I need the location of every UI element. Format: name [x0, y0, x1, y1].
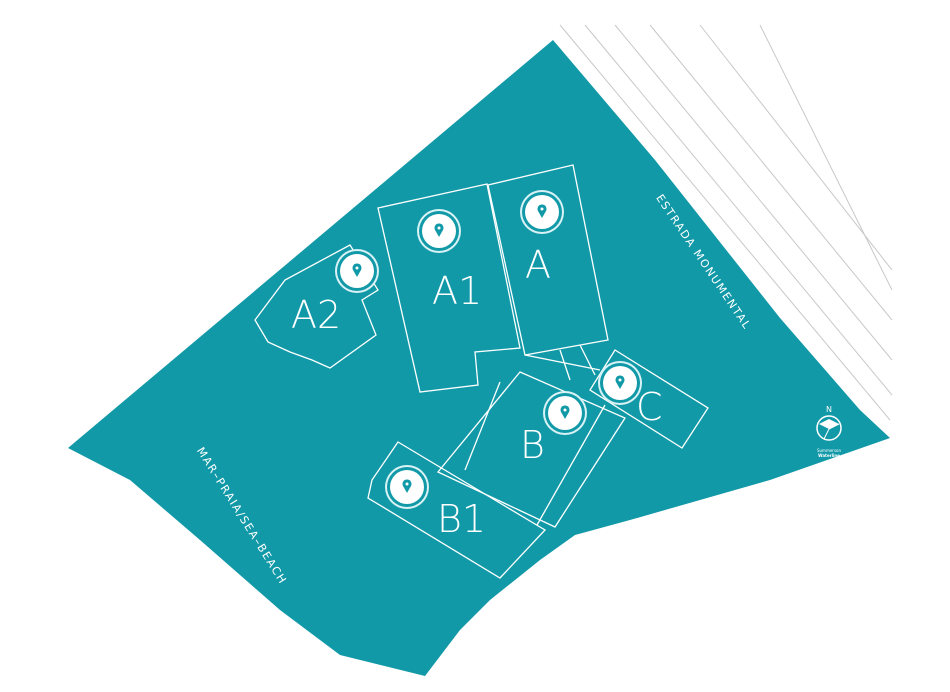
building-label-C[interactable]: C	[636, 385, 663, 429]
map-pin-icon[interactable]	[340, 254, 374, 288]
building-A2-outline[interactable]	[254, 244, 379, 369]
map-pin-icon[interactable]	[525, 195, 559, 229]
building-C-outline[interactable]	[589, 349, 709, 449]
map-pin-icon[interactable]	[548, 396, 582, 430]
building-label-B[interactable]: B	[520, 423, 545, 467]
building-A1-outline[interactable]	[377, 183, 521, 393]
map-pin-icon[interactable]	[422, 214, 456, 248]
compass-icon: N Summerson Waterline	[812, 405, 846, 458]
building-label-A[interactable]: A	[525, 243, 551, 287]
road-lines	[559, 24, 893, 421]
building-label-A1[interactable]: A1	[432, 269, 483, 313]
map-pin-icon[interactable]	[603, 366, 637, 400]
map-pin-icon[interactable]	[390, 470, 424, 504]
compass-north: N	[826, 405, 832, 414]
site-area	[68, 40, 890, 676]
building-B1-outline[interactable]	[367, 441, 547, 579]
compass-brand-1: Summerson	[816, 448, 842, 453]
building-label-B1[interactable]: B1	[437, 497, 487, 541]
building-A-outline[interactable]	[487, 164, 609, 356]
building-label-A2[interactable]: A2	[291, 293, 342, 337]
building-B-outline[interactable]	[436, 371, 626, 528]
compass-brand-2: Waterline	[818, 453, 840, 458]
